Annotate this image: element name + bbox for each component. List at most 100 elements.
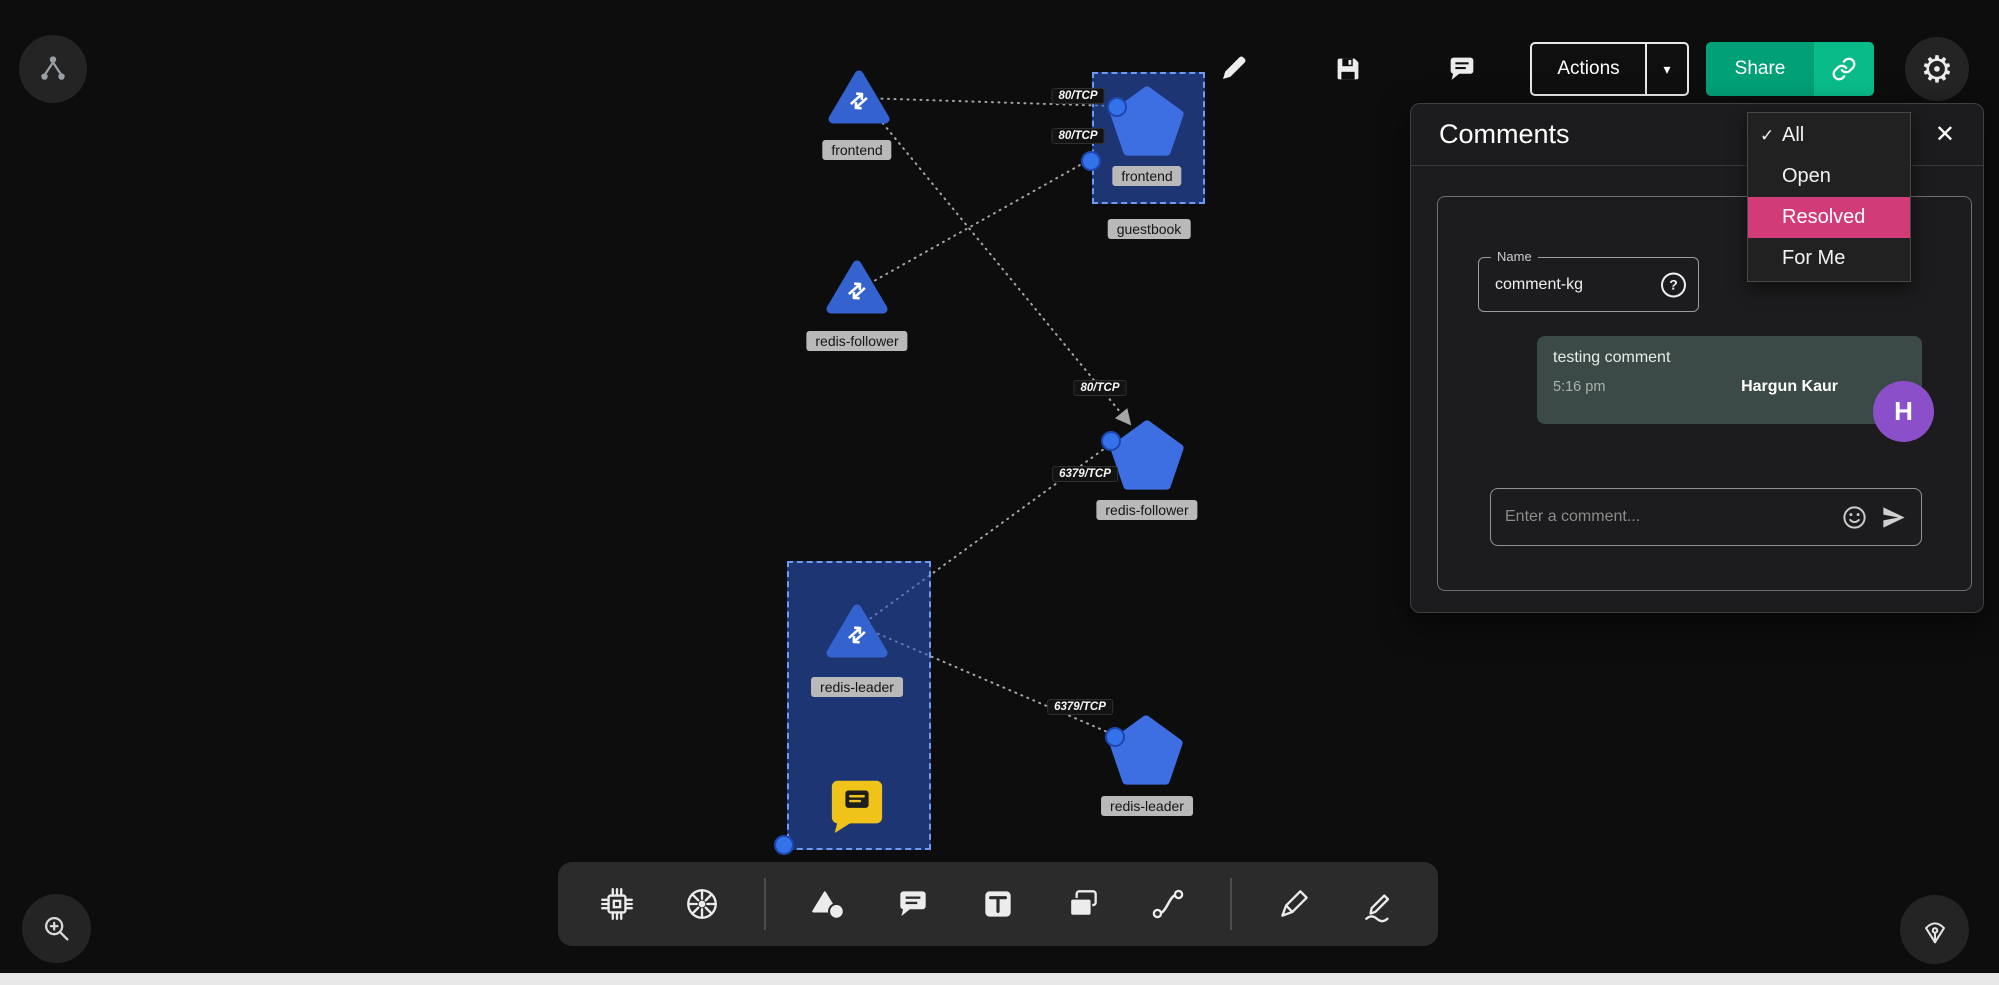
comments-title: Comments <box>1439 119 1570 149</box>
pen-icon <box>1281 890 1308 917</box>
avatar: H <box>1873 381 1934 442</box>
service-node-redis-follower[interactable]: ⇄ <box>823 257 891 317</box>
kubernetes-tool[interactable] <box>679 881 725 927</box>
menu-item-resolved[interactable]: Resolved <box>1748 197 1910 238</box>
zoom-button[interactable] <box>22 894 91 963</box>
comment-icon <box>1450 57 1474 80</box>
connector-tool[interactable] <box>1145 881 1191 927</box>
node-label: redis-leader <box>811 677 903 697</box>
menu-item-label: Open <box>1782 165 1831 187</box>
comment-input[interactable] <box>1505 508 1829 526</box>
shapes-icon <box>812 891 845 920</box>
menu-item-label: Resolved <box>1782 206 1866 228</box>
pen-nib-icon <box>1924 921 1945 943</box>
save-icon <box>1337 58 1359 80</box>
pentagon-shape <box>1110 420 1184 490</box>
bottom-toolbar <box>558 862 1438 946</box>
send-button[interactable] <box>1880 504 1907 531</box>
share-button[interactable]: Share <box>1706 42 1874 96</box>
connector-icon <box>1152 889 1184 919</box>
name-field-value: comment-kg <box>1495 275 1584 293</box>
edge-redisfollower-guestbook <box>857 159 1090 291</box>
chip-icon <box>601 888 633 920</box>
toolbar-divider <box>1230 878 1232 930</box>
emoji-button[interactable] <box>1841 504 1868 531</box>
port-redis-leader[interactable] <box>1105 727 1125 747</box>
edge-label: 6379/TCP <box>1052 466 1118 482</box>
comment-marker-icon <box>831 780 883 833</box>
settings-button[interactable]: ⚙ <box>1905 37 1969 101</box>
edge-label: 80/TCP <box>1051 88 1105 104</box>
edge-frontend-redisfollower <box>861 97 1132 426</box>
comment-card[interactable]: testing comment 5:16 pm Hargun Kaur H <box>1537 336 1934 442</box>
name-field-label: Name <box>1491 249 1538 264</box>
node-label: redis-follower <box>806 331 908 351</box>
close-icon[interactable]: ✕ <box>1934 121 1955 148</box>
edit-button[interactable] <box>1210 46 1256 92</box>
edge-label: 80/TCP <box>1073 380 1127 396</box>
node-label: redis-follower <box>1096 500 1198 520</box>
comment-meta: 5:16 pm Hargun Kaur <box>1553 378 1906 396</box>
pen-tool[interactable] <box>1271 881 1317 927</box>
marker-icon <box>1365 894 1390 923</box>
chip-tool[interactable] <box>594 881 640 927</box>
edge-label: 6379/TCP <box>1047 699 1113 715</box>
pencil-icon <box>1223 56 1246 79</box>
share-label: Share <box>1706 42 1814 96</box>
menu-item-for-me[interactable]: For Me <box>1748 238 1910 279</box>
port-guestbook-bottom[interactable] <box>1081 151 1101 171</box>
text-tool[interactable] <box>975 881 1021 927</box>
pentagon-shape <box>1109 715 1183 785</box>
kubernetes-icon <box>687 889 717 919</box>
comment-thread-box: Name comment-kg ? testing comment 5:16 p… <box>1437 196 1972 591</box>
actions-label: Actions <box>1557 58 1620 79</box>
comment-icon <box>900 891 926 917</box>
comment-author: Hargun Kaur <box>1741 378 1838 395</box>
menu-item-label: All <box>1782 124 1805 146</box>
emoji-icon <box>1843 505 1866 529</box>
service-node-redis-leader[interactable]: ⇄ <box>823 601 891 661</box>
comment-name-field[interactable]: Name comment-kg ? <box>1478 249 1699 312</box>
actions-button[interactable]: Actions ▾ <box>1530 42 1689 96</box>
hierarchy-button[interactable] <box>19 35 87 103</box>
text-icon <box>985 891 1011 917</box>
comments-filter-menu: ✓ All Open Resolved For Me <box>1747 112 1911 282</box>
service-node-frontend[interactable]: ⇄ <box>825 67 893 127</box>
comment-text: testing comment <box>1553 349 1671 366</box>
comment-tool[interactable] <box>890 881 936 927</box>
port-redis-follower[interactable] <box>1101 431 1121 451</box>
card-icon <box>1069 890 1097 917</box>
node-label: redis-leader <box>1101 796 1193 816</box>
link-icon <box>1832 57 1856 81</box>
pen-mode-button[interactable] <box>1900 895 1969 964</box>
menu-item-open[interactable]: Open <box>1748 156 1910 197</box>
gear-icon: ⚙ <box>1920 48 1954 90</box>
chevron-down-icon[interactable]: ▾ <box>1663 60 1671 77</box>
port-guestbook-top[interactable] <box>1107 97 1127 117</box>
shapes-tool[interactable] <box>805 881 851 927</box>
deployment-node-redis-follower[interactable] <box>1108 418 1186 492</box>
button-divider <box>1645 44 1647 94</box>
edge-label: 80/TCP <box>1051 128 1105 144</box>
send-icon <box>1883 506 1905 528</box>
menu-item-all[interactable]: ✓ All <box>1748 115 1910 156</box>
comments-panel-header: Comments ✕ <box>1411 104 1983 166</box>
deployment-node-frontend[interactable] <box>1108 84 1186 158</box>
marker-tool[interactable] <box>1356 881 1402 927</box>
comment-time: 5:16 pm <box>1553 379 1606 395</box>
comment-composer <box>1490 488 1922 546</box>
card-tool[interactable] <box>1060 881 1106 927</box>
port-redis-leader-box[interactable] <box>774 835 794 855</box>
help-icon[interactable]: ? <box>1661 272 1686 297</box>
pentagon-shape <box>1110 86 1184 156</box>
sitemap-icon <box>41 56 65 80</box>
save-button[interactable] <box>1325 46 1371 92</box>
deployment-node-redis-leader[interactable] <box>1107 713 1185 787</box>
toolbar-divider <box>764 878 766 930</box>
node-label: frontend <box>1112 166 1182 186</box>
comments-toggle-button[interactable] <box>1439 46 1485 92</box>
node-label: frontend <box>822 140 892 160</box>
canvas-comment-marker[interactable] <box>826 775 888 833</box>
share-link-section[interactable] <box>1814 42 1874 96</box>
